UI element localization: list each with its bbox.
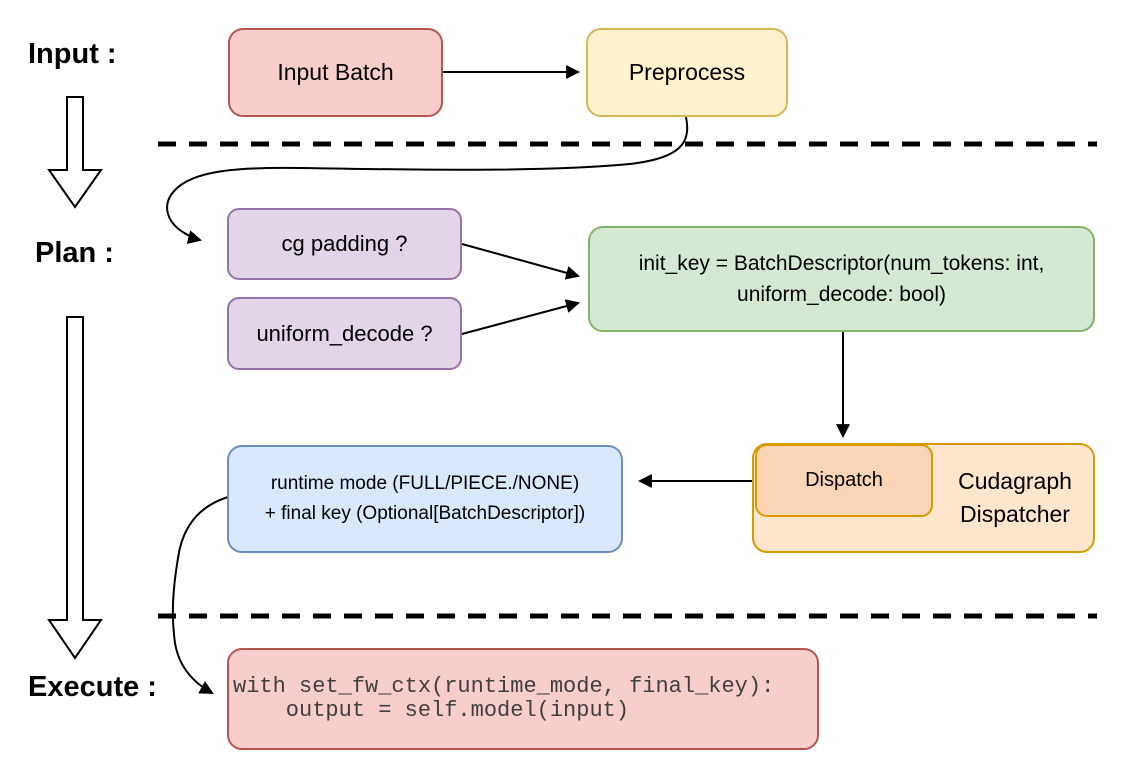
node-cg-padding-label: cg padding ?: [281, 231, 408, 257]
cudagraph-dispatcher-line1: Cudagraph: [958, 468, 1072, 494]
node-runtime-mode-line2: + final key (Optional[BatchDescriptor]): [264, 503, 586, 524]
node-runtime-mode: runtime mode (FULL/PIECE./NONE) + final …: [227, 445, 623, 553]
node-init-key-line1: init_key = BatchDescriptor(num_tokens: i…: [638, 252, 1045, 275]
node-runtime-mode-line1: runtime mode (FULL/PIECE./NONE): [270, 473, 580, 494]
node-init-key-line2: uniform_decode: bool): [737, 283, 946, 306]
node-uniform-decode: uniform_decode ?: [227, 297, 462, 370]
node-preprocess-label: Preprocess: [628, 58, 746, 85]
arrow-cg-padding-to-init-key: [461, 243, 581, 280]
cudagraph-dispatcher-line2: Dispatcher: [960, 501, 1070, 527]
node-uniform-decode-label: uniform_decode ?: [256, 320, 433, 346]
execute-code-line1: with set_fw_ctx(runtime_mode, final_key)…: [233, 674, 775, 699]
hollow-arrow-input-to-plan: [47, 96, 103, 209]
hollow-arrow-plan-to-execute: [47, 316, 103, 660]
execute-code-line2: output = self.model(input): [233, 698, 630, 723]
node-preprocess: Preprocess: [586, 28, 788, 117]
node-init-key: init_key = BatchDescriptor(num_tokens: i…: [588, 226, 1095, 332]
node-input-batch-label: Input Batch: [277, 58, 394, 85]
curve-runtime-mode-to-execute-code: [171, 496, 229, 695]
curve-preprocess-to-cg-padding: [166, 116, 689, 244]
node-dispatch-label: Dispatch: [805, 469, 883, 491]
stage-label-plan: Plan :: [35, 237, 114, 269]
node-execute-code: with set_fw_ctx(runtime_mode, final_key)…: [227, 648, 819, 750]
node-dispatch: Dispatch: [755, 444, 933, 517]
node-input-batch: Input Batch: [228, 28, 443, 117]
arrow-uniform-decode-to-init-key: [461, 299, 581, 335]
cudagraph-dispatcher-label: Cudagraph Dispatcher: [935, 445, 1095, 551]
stage-label-execute: Execute :: [28, 671, 157, 703]
stage-label-input: Input :: [28, 38, 117, 70]
node-cg-padding: cg padding ?: [227, 208, 462, 280]
